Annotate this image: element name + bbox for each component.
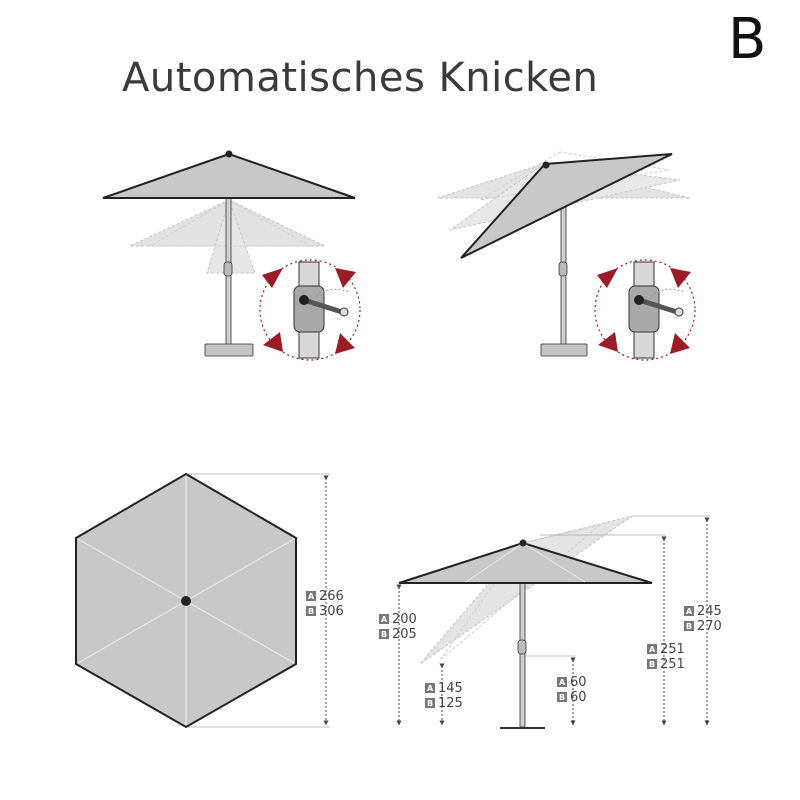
dimension-overall-height: A 245 B 270 (684, 604, 722, 634)
svg-text:B: B (686, 622, 692, 631)
dim-side-height-b: 205 (392, 627, 417, 642)
dimension-tilted-top: A 251 B 251 (647, 642, 685, 672)
dim-tilted-top-a: 251 (660, 642, 685, 657)
svg-text:B: B (427, 699, 433, 708)
dim-tilted-low-a: 145 (438, 681, 463, 696)
dim-side-height-a: 200 (392, 612, 417, 627)
dim-tilted-top-b: 251 (660, 657, 685, 672)
svg-text:A: A (559, 678, 566, 687)
dim-tilted-low-b: 125 (438, 696, 463, 711)
svg-text:A: A (381, 615, 388, 624)
dim-handle-b: 60 (570, 690, 587, 705)
svg-text:B: B (649, 660, 655, 669)
page-title: Automatisches Knicken (122, 55, 599, 101)
dim-top-view-a: 266 (319, 589, 344, 604)
svg-text:B: B (559, 693, 565, 702)
variant-letter: B (728, 7, 767, 72)
tilted-umbrella-illustration (437, 151, 691, 357)
tag-a: A (308, 592, 315, 601)
dim-handle-a: 60 (570, 675, 587, 690)
tilt-mechanism-detail-left (259, 259, 361, 361)
svg-text:A: A (649, 645, 656, 654)
svg-text:A: A (686, 607, 693, 616)
dim-overall-b: 270 (697, 619, 722, 634)
dimension-handle-height: A 60 B 60 (557, 675, 587, 705)
svg-text:B: B (381, 630, 387, 639)
hexagon-top-view (75, 472, 330, 729)
dimension-tilted-low: A 145 B 125 (425, 681, 463, 711)
svg-text:A: A (427, 684, 434, 693)
dimension-top-view: A 266 B 306 (306, 589, 344, 619)
dim-overall-a: 245 (697, 604, 722, 619)
tilt-mechanism-detail-right (594, 259, 696, 361)
side-view-illustration (396, 515, 710, 729)
upright-umbrella-illustration (102, 150, 356, 357)
dim-top-view-b: 306 (319, 604, 344, 619)
tag-b: B (308, 607, 314, 616)
dimension-side-height: A 200 B 205 (379, 612, 417, 642)
